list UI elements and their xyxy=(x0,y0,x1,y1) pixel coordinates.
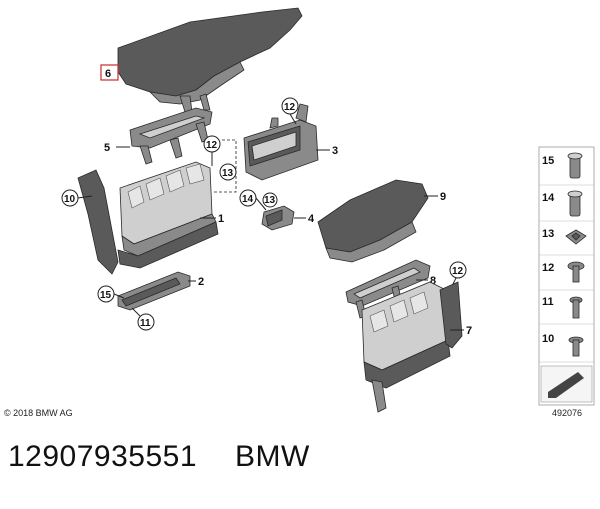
leader-10 xyxy=(77,195,93,199)
caption-part-number: 12907935551 xyxy=(8,440,198,473)
label-4: 4 xyxy=(308,213,315,225)
copyright-text: © 2018 BMW AG xyxy=(4,408,73,418)
label-7: 7 xyxy=(466,325,472,337)
leader-11 xyxy=(131,307,141,317)
label-9: 9 xyxy=(440,191,446,203)
legend-part-11-icon[interactable] xyxy=(569,296,583,319)
label-2: 2 xyxy=(198,276,204,288)
legend-label-10: 10 xyxy=(542,333,554,345)
leader-14 xyxy=(255,197,267,211)
leader-12-mid xyxy=(289,113,297,125)
label-8: 8 xyxy=(430,275,436,287)
part-4-clip[interactable] xyxy=(261,205,295,231)
part-7-module[interactable] xyxy=(361,281,463,413)
diagram-id: 492076 xyxy=(552,408,582,418)
label-12-right: 12 xyxy=(452,266,464,277)
part-1-module[interactable] xyxy=(77,161,219,275)
legend-part-12-icon[interactable] xyxy=(567,261,585,283)
legend-label-14: 14 xyxy=(542,192,555,204)
label-13-lower: 13 xyxy=(264,195,276,206)
legend-label-12: 12 xyxy=(542,262,554,274)
callout-12-right[interactable] xyxy=(449,261,467,279)
label-15: 15 xyxy=(100,290,112,301)
legend-part-15-icon[interactable] xyxy=(567,152,583,179)
callout-13-lower[interactable] xyxy=(262,192,278,208)
label-1: 1 xyxy=(218,213,224,225)
leader-15 xyxy=(113,293,125,299)
part-5-bracket[interactable] xyxy=(129,107,213,165)
label-10: 10 xyxy=(64,194,76,205)
label-14: 14 xyxy=(242,194,254,205)
legend-label-15: 15 xyxy=(542,155,554,167)
legend-part-13-icon[interactable] xyxy=(565,229,587,245)
hardware-legend: 15 14 13 12 11 10 xyxy=(538,146,595,406)
direction-arrow-icon xyxy=(540,365,593,403)
label-3: 3 xyxy=(332,145,338,157)
label-5: 5 xyxy=(104,142,110,154)
label-12-mid: 12 xyxy=(284,102,296,113)
callout-14[interactable] xyxy=(239,189,257,207)
label-13: 13 xyxy=(222,168,234,179)
label-6: 6 xyxy=(105,68,111,80)
part-9-cover[interactable] xyxy=(317,179,429,263)
legend-label-11: 11 xyxy=(542,296,554,308)
legend-part-10-icon[interactable] xyxy=(568,336,584,357)
legend-label-13: 13 xyxy=(542,228,554,240)
dashed-group-13 xyxy=(212,139,237,193)
caption: 12907935551 BMW xyxy=(8,440,310,474)
callout-11[interactable] xyxy=(137,313,155,331)
part-6-cover[interactable] xyxy=(117,7,303,113)
part-3-holder[interactable] xyxy=(243,103,319,181)
label-12-upper: 12 xyxy=(206,140,218,151)
part-2-bracket[interactable] xyxy=(117,271,191,311)
caption-brand: BMW xyxy=(235,440,310,473)
legend-part-14-icon[interactable] xyxy=(567,190,583,217)
label-11: 11 xyxy=(140,318,151,329)
part-6-highlight-box xyxy=(100,64,119,81)
